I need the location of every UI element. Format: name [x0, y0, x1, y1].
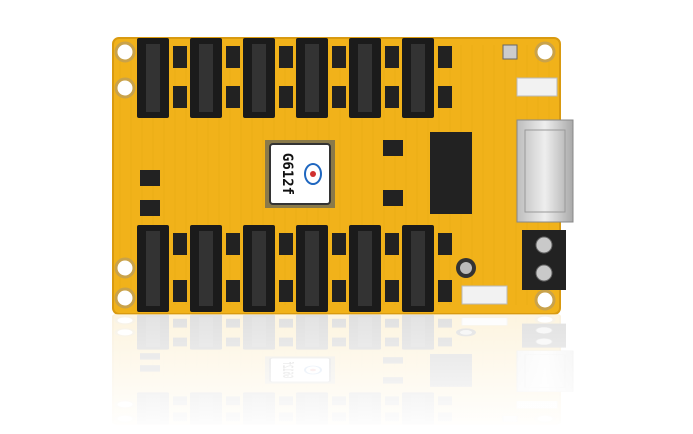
reset-button	[502, 44, 518, 60]
driver-ic	[438, 233, 452, 255]
reflection-fade	[0, 314, 693, 434]
driver-ic	[438, 46, 452, 68]
driver-ic	[385, 233, 399, 255]
kystar-logo	[304, 163, 322, 185]
driver-ic	[226, 46, 240, 68]
hub-connectors	[137, 38, 434, 312]
driver-ic	[279, 46, 293, 68]
white-connector	[461, 285, 508, 305]
driver-ic	[332, 86, 346, 108]
driver-ic	[332, 280, 346, 302]
driver-ic	[438, 86, 452, 108]
driver-ic	[226, 86, 240, 108]
mounting-hole	[114, 257, 136, 279]
driver-ic	[173, 233, 187, 255]
mounting-hole	[114, 287, 136, 309]
driver-ic	[226, 280, 240, 302]
ethernet-port	[516, 119, 574, 223]
capacitor	[456, 258, 476, 278]
white-connector-top	[516, 77, 558, 97]
driver-ic	[385, 280, 399, 302]
driver-ic	[173, 280, 187, 302]
driver-ic	[332, 46, 346, 68]
fpga-chip	[430, 132, 472, 214]
driver-ic	[226, 233, 240, 255]
ic	[383, 190, 403, 206]
chip-label: G612f	[279, 153, 295, 195]
pcb-board	[112, 37, 561, 315]
ic	[140, 170, 160, 186]
driver-ic	[279, 233, 293, 255]
mounting-hole	[114, 41, 136, 63]
mounting-hole	[114, 77, 136, 99]
mounting-holes	[114, 41, 556, 311]
driver-ics	[140, 46, 452, 302]
mounting-hole	[534, 41, 556, 63]
power-terminal-block	[522, 230, 566, 290]
ic	[140, 200, 160, 216]
driver-ic	[279, 280, 293, 302]
driver-ic	[438, 280, 452, 302]
main-chip: G612f	[265, 140, 335, 208]
driver-ic	[332, 233, 346, 255]
driver-ic	[173, 86, 187, 108]
driver-ic	[385, 86, 399, 108]
mounting-hole	[534, 289, 556, 311]
ic	[383, 140, 403, 156]
driver-ic	[173, 46, 187, 68]
driver-ic	[385, 46, 399, 68]
led-receiving-card: G612f	[112, 37, 574, 315]
driver-ic	[279, 86, 293, 108]
